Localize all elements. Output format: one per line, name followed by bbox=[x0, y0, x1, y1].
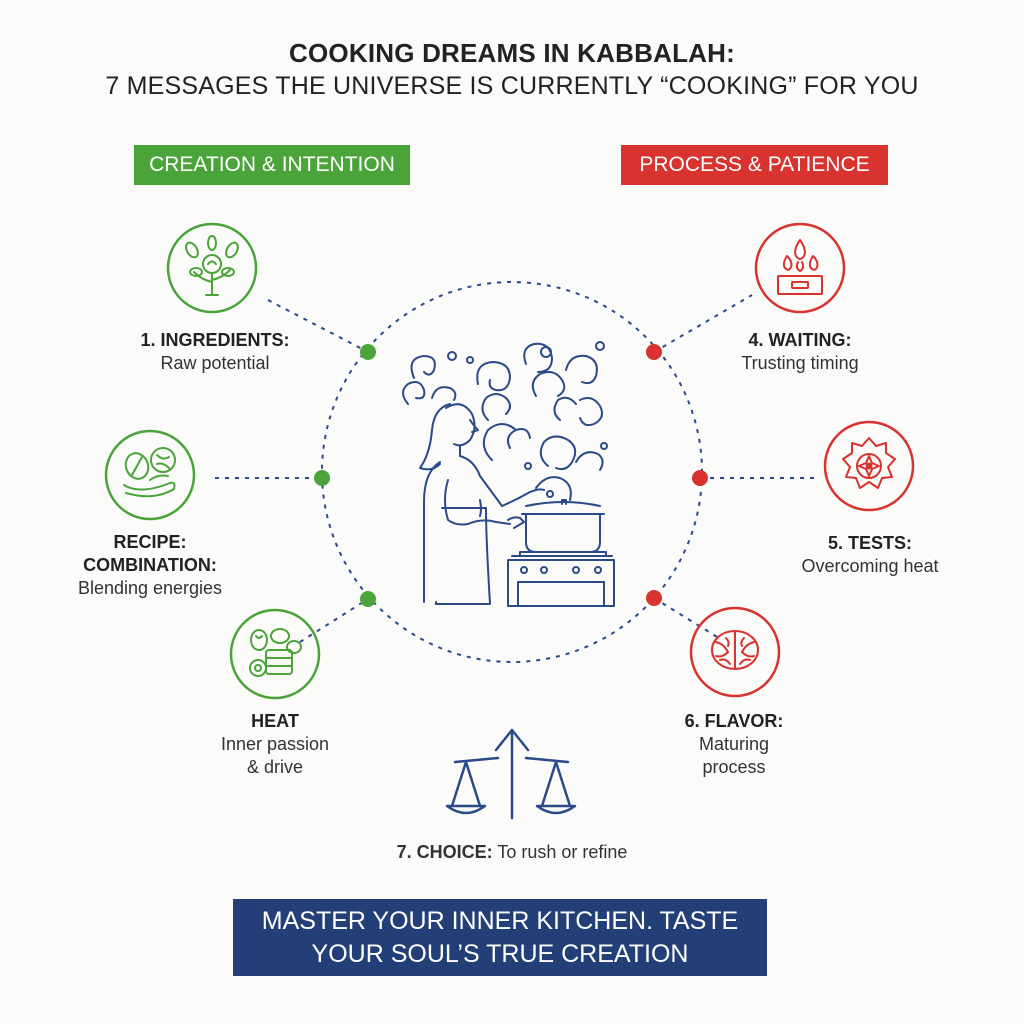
item-heat-desc: Inner passion bbox=[220, 734, 330, 754]
connector-dot-1 bbox=[360, 344, 376, 360]
item-flavor-heading: 6. FLAVOR: bbox=[684, 711, 784, 731]
plant-icon bbox=[166, 222, 258, 314]
item-waiting-heading: 4. WAITING: bbox=[748, 330, 852, 350]
connector-3 bbox=[299, 598, 369, 643]
footer-line-2: YOUR SOUL’S TRUE CREATION bbox=[311, 940, 689, 968]
item-recipe-label: RECIPE: COMBINATION: Blending energies bbox=[40, 531, 260, 600]
flame-icon bbox=[754, 222, 846, 314]
item-heat-heading: HEAT bbox=[251, 711, 299, 731]
herbs-icon bbox=[104, 429, 196, 521]
scales-icon bbox=[445, 728, 577, 820]
walnut-icon bbox=[689, 606, 781, 698]
footer-banner: MASTER YOUR INNER KITCHEN. TASTE YOUR SO… bbox=[233, 899, 767, 976]
item-waiting-label: 4. WAITING: Trusting timing bbox=[690, 329, 910, 375]
item-waiting-desc: Trusting timing bbox=[741, 353, 859, 373]
item-recipe-heading-2: COMBINATION: bbox=[83, 555, 217, 575]
connector-dot-2 bbox=[314, 470, 330, 486]
item-choice-label: 7. CHOICE: To rush or refine bbox=[0, 842, 1024, 863]
item-heat-desc-2: & drive bbox=[246, 757, 304, 777]
connector-1 bbox=[267, 299, 369, 353]
item-heat-label: HEAT Inner passion & drive bbox=[165, 710, 385, 779]
connector-dot-4 bbox=[646, 344, 662, 360]
item-recipe-heading: RECIPE: bbox=[113, 532, 187, 552]
item-ingredients-label: 1. INGREDIENTS: Raw potential bbox=[105, 329, 325, 375]
woman-cooking-illustration bbox=[402, 341, 615, 607]
item-flavor-desc: Maturing bbox=[698, 734, 770, 754]
banner-process-patience: PROCESS & PATIENCE bbox=[621, 145, 888, 185]
item-tests-desc: Overcoming heat bbox=[801, 556, 939, 576]
connector-dot-3 bbox=[360, 591, 376, 607]
item-tests-label: 5. TESTS: Overcoming heat bbox=[760, 532, 980, 578]
banner-creation-intention: CREATION & INTENTION bbox=[134, 145, 410, 185]
connector-dot-6 bbox=[646, 590, 662, 606]
item-tests-heading: 5. TESTS: bbox=[827, 533, 912, 553]
item-recipe-desc: Blending energies bbox=[77, 578, 223, 598]
page-title: COOKING DREAMS IN KABBALAH: bbox=[289, 38, 735, 68]
connector-6 bbox=[653, 597, 723, 641]
item-ingredients-desc: Raw potential bbox=[160, 353, 270, 373]
item-ingredients-heading: 1. INGREDIENTS: bbox=[140, 330, 290, 350]
jars-icon bbox=[229, 608, 321, 700]
burner-icon bbox=[823, 420, 915, 512]
footer-line-1: MASTER YOUR INNER KITCHEN. TASTE bbox=[261, 907, 739, 935]
item-choice-heading: 7. CHOICE: bbox=[396, 842, 493, 862]
item-flavor-desc-2: process bbox=[702, 757, 766, 777]
item-choice-desc: To rush or refine bbox=[497, 842, 628, 862]
connector-dot-5 bbox=[692, 470, 708, 486]
item-flavor-label: 6. FLAVOR: Maturing process bbox=[624, 710, 844, 779]
page-subtitle: 7 MESSAGES THE UNIVERSE IS CURRENTLY “CO… bbox=[105, 72, 919, 100]
